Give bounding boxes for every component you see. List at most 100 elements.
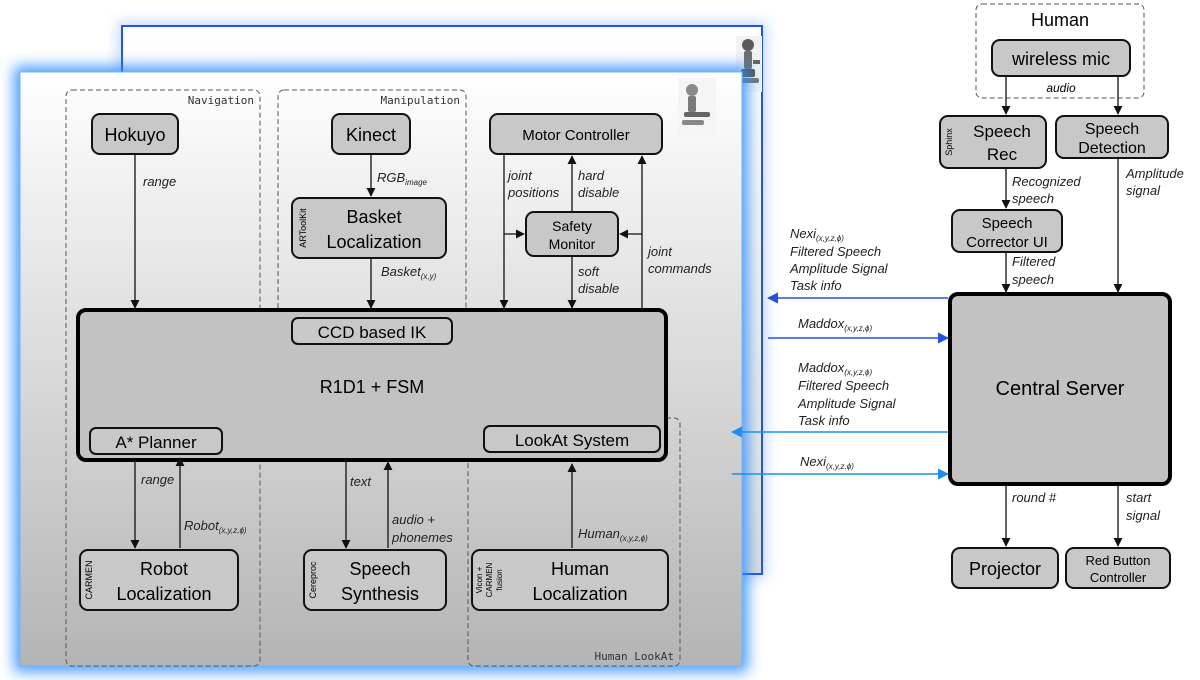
- red-button-controller-block: Red Button Controller: [1065, 547, 1171, 589]
- group-label-manipulation: Manipulation: [381, 94, 460, 107]
- label-round: round #: [1012, 490, 1057, 505]
- red-btn-line1: Red Button: [1085, 553, 1150, 568]
- label-joint-positions-2: positions: [507, 185, 560, 200]
- speech-corr-line1: Speech: [982, 215, 1033, 232]
- astar-planner-block: A* Planner: [89, 427, 223, 455]
- cereproc-tag: Cereproc: [308, 561, 318, 599]
- label-start-1: start: [1126, 490, 1153, 505]
- robot-localization-block: Robot Localization CARMEN: [79, 549, 239, 611]
- central-server-block: Central Server: [948, 292, 1172, 486]
- link3-line4: Task info: [798, 413, 850, 428]
- hokuyo-block: Hokuyo: [91, 113, 179, 155]
- label-amplitude-2: signal: [1126, 183, 1161, 198]
- label-joint-commands-2: commands: [648, 261, 712, 276]
- label-amplitude-1: Amplitude: [1125, 166, 1184, 181]
- safety-label-line1: Safety: [552, 218, 592, 234]
- label-joint-positions-1: joint: [506, 168, 533, 183]
- speech-rec-line2: Rec: [987, 145, 1018, 164]
- projector-block: Projector: [951, 547, 1059, 589]
- carmen-fusion-tag: CARMEN: [485, 562, 494, 597]
- projector-label: Projector: [969, 559, 1041, 579]
- server-arrows: [1001, 76, 1123, 547]
- speech-syn-line2: Synthesis: [341, 584, 419, 604]
- label-audio-2: phonemes: [391, 530, 453, 545]
- human-group: Human wireless mic audio: [975, 3, 1145, 99]
- human-loc-line2: Localization: [532, 584, 627, 604]
- human-localization-block: Human Localization Vicon + CARMEN fusion: [471, 549, 669, 611]
- group-label-navigation: Navigation: [188, 94, 254, 107]
- safety-label-line2: Monitor: [549, 236, 596, 252]
- label-recognized-2: speech: [1012, 191, 1054, 206]
- human-group-title: Human: [1031, 10, 1089, 30]
- r1d1-fsm-core: R1D1 + FSM: [76, 308, 668, 462]
- link1-head: Nexi(x,y,z,ϕ): [790, 226, 844, 243]
- vicon-tag: Vicon +: [475, 566, 484, 593]
- central-server-label: Central Server: [996, 378, 1125, 400]
- speech-corr-line2: Corrector UI: [966, 234, 1048, 251]
- label-soft-disable-1: soft: [578, 264, 600, 279]
- link3-line2: Filtered Speech: [798, 378, 889, 393]
- carmen-tag: CARMEN: [84, 560, 94, 599]
- label-filtered-1: Filtered: [1012, 254, 1056, 269]
- speech-det-line2: Detection: [1078, 140, 1146, 157]
- network-links: [730, 292, 950, 480]
- basket-label-line1: Basket: [346, 207, 401, 227]
- internal-arrows: [130, 154, 647, 549]
- label-start-2: signal: [1126, 508, 1161, 523]
- ccd-ik-block: CCD based IK: [291, 317, 453, 345]
- speech-syn-line1: Speech: [349, 559, 410, 579]
- human-loc-line1: Human: [551, 559, 609, 579]
- link1-line4: Task info: [790, 278, 842, 293]
- lookat-system-block: LookAt System: [483, 425, 661, 453]
- fusion-tag: fusion: [495, 569, 504, 590]
- link1-line3: Amplitude Signal: [789, 261, 889, 276]
- hokuyo-label: Hokuyo: [104, 125, 165, 145]
- label-audio-1: audio +: [392, 512, 435, 527]
- link4-head: Nexi(x,y,z,ϕ): [800, 454, 854, 471]
- speech-corrector-block: Speech Corrector UI: [951, 209, 1063, 253]
- link3-head: Maddox(x,y,z,ϕ): [798, 360, 872, 377]
- label-hard-disable-2: disable: [578, 185, 619, 200]
- basket-label-line2: Localization: [326, 232, 421, 252]
- label-robot-pose: Robot(x,y,z,ϕ): [184, 518, 247, 535]
- label-text: text: [350, 474, 372, 489]
- label-audio: audio: [1046, 81, 1076, 95]
- network-link-labels: Nexi(x,y,z,ϕ) Filtered Speech Amplitude …: [789, 226, 897, 471]
- label-range-bottom: range: [141, 472, 174, 487]
- kinect-label: Kinect: [346, 125, 396, 145]
- speech-rec-line1: Speech: [973, 122, 1031, 141]
- wireless-mic-block: [991, 39, 1131, 77]
- speech-det-line1: Speech: [1085, 121, 1139, 138]
- robot-loc-line2: Localization: [116, 584, 211, 604]
- label-range-top: range: [143, 174, 176, 189]
- artoolkit-tag: ARToolKit: [298, 208, 308, 248]
- astar-label: A* Planner: [115, 433, 197, 452]
- link3-line3: Amplitude Signal: [797, 396, 897, 411]
- label-soft-disable-2: disable: [578, 281, 619, 296]
- label-rgb: RGBimage: [377, 170, 428, 187]
- basket-localization-block: Basket Localization ARToolKit: [291, 197, 447, 259]
- label-hard-disable-1: hard: [578, 168, 605, 183]
- label-joint-commands-1: joint: [646, 244, 673, 259]
- robot-figure-icon: [678, 78, 716, 136]
- safety-monitor-block: Safety Monitor: [525, 211, 619, 257]
- lookat-label: LookAt System: [515, 431, 629, 450]
- speech-rec-block: Speech Rec Sphinx: [939, 115, 1047, 169]
- red-btn-line2: Controller: [1090, 570, 1147, 585]
- label-recognized-1: Recognized: [1012, 174, 1081, 189]
- internal-labels: range RGBimage Basket(x,y) joint positio…: [141, 168, 712, 545]
- sphinx-tag: Sphinx: [944, 128, 954, 156]
- robot-loc-line1: Robot: [140, 559, 188, 579]
- motor-controller-block: Motor Controller: [489, 113, 663, 155]
- core-label: R1D1 + FSM: [320, 377, 425, 397]
- group-label-human-lookat: Human LookAt: [595, 650, 674, 663]
- speech-detection-block: Speech Detection: [1055, 115, 1169, 159]
- label-basket-xy: Basket(x,y): [381, 264, 437, 281]
- motor-controller-label: Motor Controller: [522, 127, 630, 144]
- link1-line2: Filtered Speech: [790, 244, 881, 259]
- speech-synthesis-block: Speech Synthesis Cereproc: [303, 549, 447, 611]
- ccd-ik-label: CCD based IK: [318, 323, 427, 342]
- label-human-pose: Human(x,y,z,ϕ): [578, 526, 648, 543]
- link2-head: Maddox(x,y,z,ϕ): [798, 316, 872, 333]
